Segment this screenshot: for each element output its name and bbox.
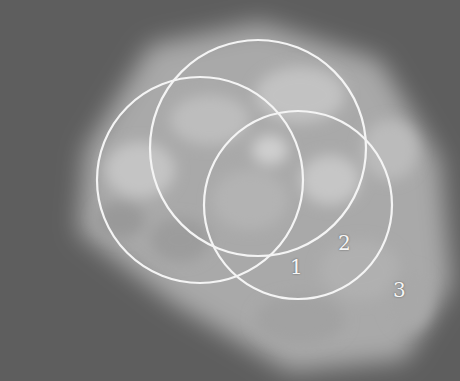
callout-number: 3 <box>393 280 406 300</box>
circle-1 <box>97 77 303 283</box>
measurement-circles <box>97 40 392 299</box>
circle-2 <box>150 40 366 256</box>
cell-body <box>78 22 452 372</box>
circle-3 <box>204 111 392 299</box>
callout-number: 1 <box>290 257 303 277</box>
cell-texture <box>95 67 432 345</box>
callout-number: 2 <box>338 233 351 253</box>
